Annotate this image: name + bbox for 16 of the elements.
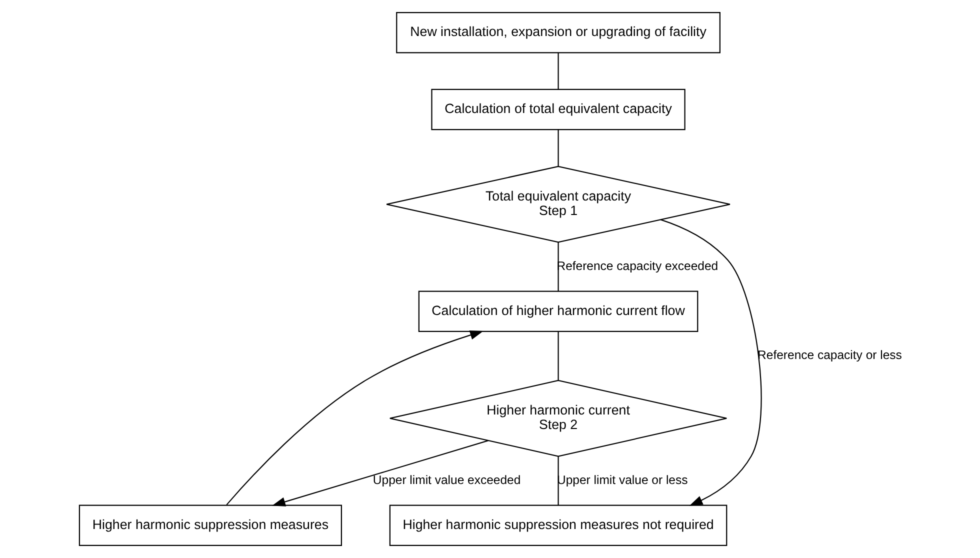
- node-box: Calculation of higher harmonic current flow: [418, 290, 698, 332]
- arrow: [660, 219, 762, 506]
- node-box: New installation, expansion or upgrading of facility: [396, 12, 720, 54]
- arrow: [272, 440, 488, 506]
- node-box: Higher harmonic suppression measures: [78, 504, 342, 546]
- node-box: Higher harmonic suppression measures not required: [389, 504, 728, 546]
- edge-label: Upper limit value exceeded: [372, 472, 521, 487]
- connector: [558, 332, 559, 380]
- arrow: [226, 330, 484, 506]
- edge-label: Reference capacity or less: [758, 348, 902, 362]
- node-diamond: Higher harmonic current Step 2: [389, 380, 728, 457]
- connector: [558, 130, 559, 166]
- connector: [558, 52, 559, 89]
- node-diamond: Total equivalent capacity Step 1: [386, 166, 731, 243]
- connector: [558, 456, 559, 506]
- node-box: Calculation of total equivalent capacity: [431, 88, 686, 130]
